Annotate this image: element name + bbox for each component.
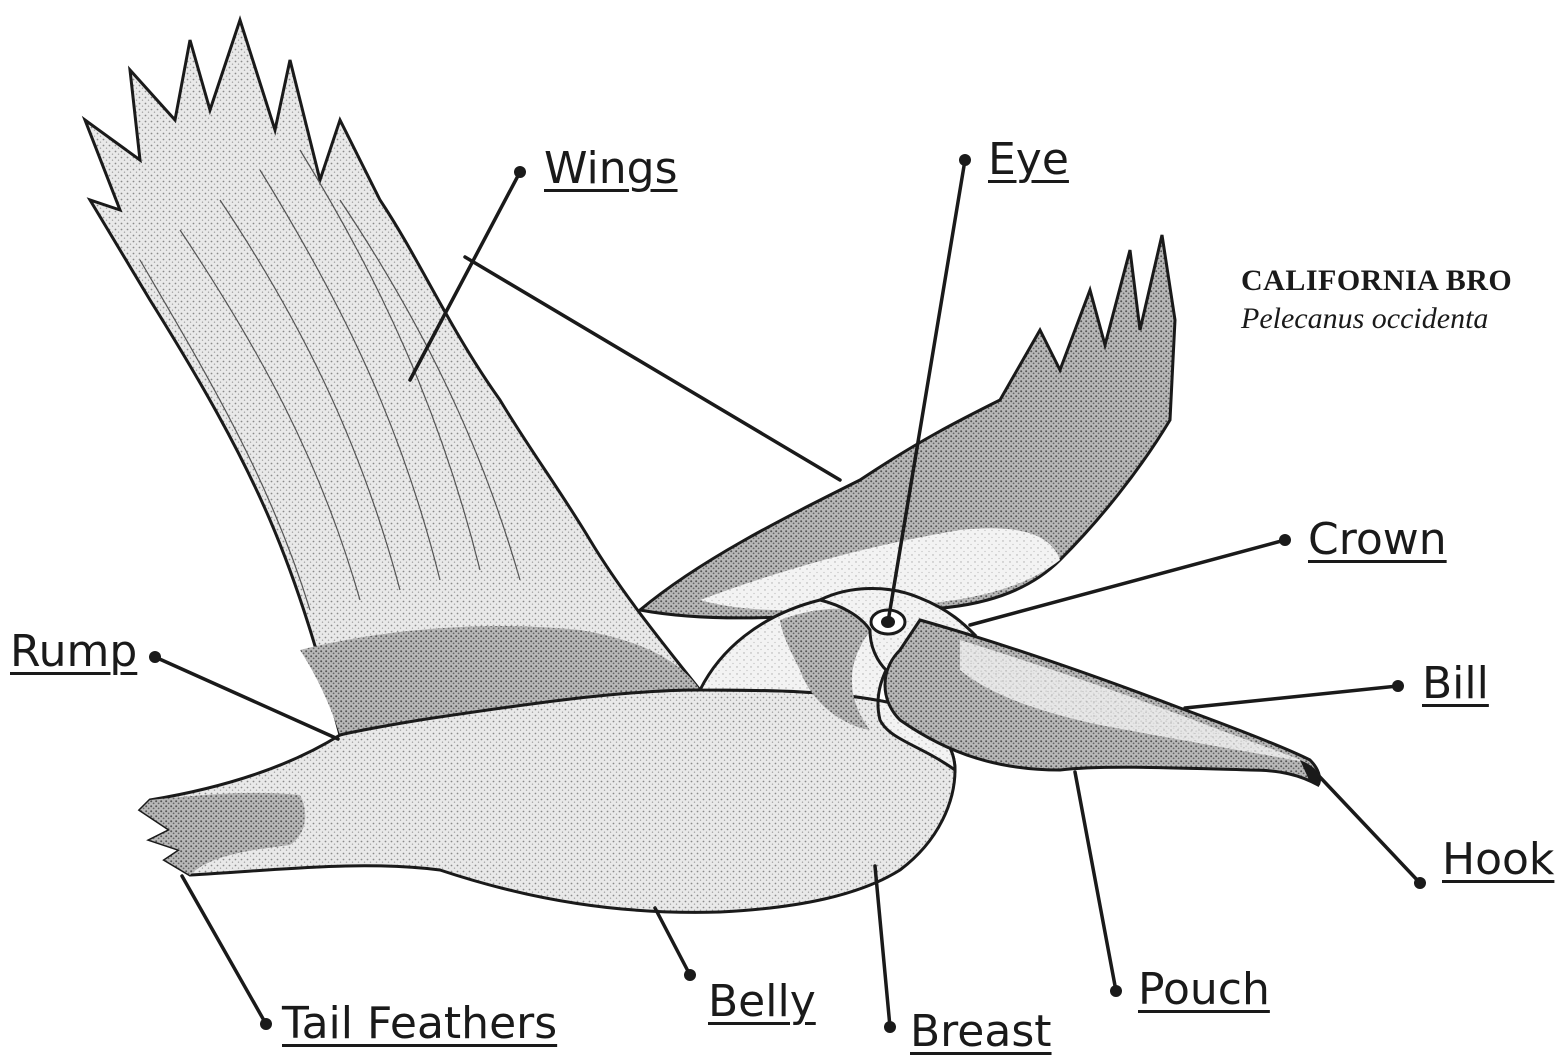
label-crown: Crown	[1308, 518, 1447, 562]
leader-hook	[1318, 775, 1420, 883]
label-tail-feathers: Tail Feathers	[282, 1002, 557, 1046]
leader-pouch	[1075, 772, 1116, 991]
label-rump: Rump	[10, 630, 137, 674]
label-breast: Breast	[910, 1010, 1052, 1054]
near-wing	[85, 20, 700, 735]
leader-rump	[155, 657, 338, 739]
label-wings: Wings	[544, 147, 678, 191]
label-eye: Eye	[988, 138, 1069, 182]
diagram-title: CALIFORNIA BRO Pelecanus occidenta	[1241, 266, 1512, 334]
leader-bill	[1185, 686, 1398, 708]
leader-tail	[182, 876, 266, 1024]
scientific-name: Pelecanus occidenta	[1241, 304, 1512, 334]
label-pouch: Pouch	[1138, 968, 1270, 1012]
leader-breast	[875, 866, 890, 1027]
label-belly: Belly	[708, 980, 816, 1024]
label-bill: Bill	[1422, 662, 1489, 706]
label-hook: Hook	[1442, 838, 1554, 882]
common-name: CALIFORNIA BRO	[1241, 266, 1512, 296]
leader-belly	[655, 908, 690, 975]
